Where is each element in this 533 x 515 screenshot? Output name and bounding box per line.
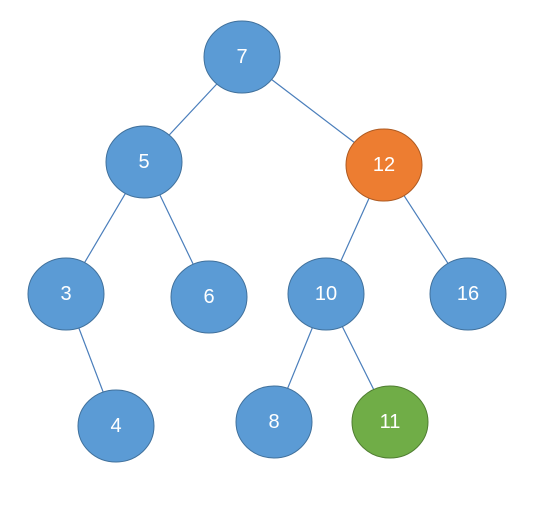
tree-node-4: 4 <box>77 389 155 463</box>
tree-node-12: 12 <box>345 128 423 202</box>
node-circle <box>345 128 423 202</box>
tree-edge-n10-n8 <box>287 327 313 389</box>
node-label: 16 <box>457 283 479 305</box>
tree-edge-n5-n6 <box>159 194 194 265</box>
tree-node-16: 16 <box>429 257 507 331</box>
node-circle <box>287 257 365 331</box>
node-label: 4 <box>110 415 121 437</box>
node-circle <box>429 257 507 331</box>
node-circle <box>105 125 183 199</box>
tree-edge-n12-n16 <box>403 195 449 264</box>
node-label: 6 <box>203 286 214 308</box>
node-circle <box>27 257 105 331</box>
node-label: 3 <box>60 283 71 305</box>
tree-node-8: 8 <box>235 385 313 459</box>
tree-edge-n3-n4 <box>78 327 104 393</box>
node-label: 5 <box>138 151 149 173</box>
tree-edge-n12-n10 <box>340 197 370 262</box>
node-circle <box>77 389 155 463</box>
node-label: 8 <box>268 411 279 433</box>
tree-node-5: 5 <box>105 125 183 199</box>
node-label: 10 <box>315 283 337 305</box>
node-circle <box>170 260 248 334</box>
node-label: 7 <box>236 46 247 68</box>
tree-nodes: 7 5 12 3 6 10 16 4 8 11 <box>27 20 507 463</box>
tree-node-6: 6 <box>170 260 248 334</box>
tree-node-11: 11 <box>351 385 429 459</box>
tree-edge-n10-n11 <box>341 326 375 390</box>
tree-edge-n5-n3 <box>84 193 126 263</box>
node-label: 12 <box>373 154 395 176</box>
node-label: 11 <box>380 411 401 433</box>
tree-node-10: 10 <box>287 257 365 331</box>
node-circle <box>351 385 429 459</box>
tree-node-7: 7 <box>203 20 281 94</box>
tree-node-3: 3 <box>27 257 105 331</box>
node-circle <box>203 20 281 94</box>
tree-edge-n7-n12 <box>271 79 355 143</box>
tree-edge-n7-n5 <box>168 83 218 136</box>
node-circle <box>235 385 313 459</box>
tree-edges <box>78 79 449 393</box>
